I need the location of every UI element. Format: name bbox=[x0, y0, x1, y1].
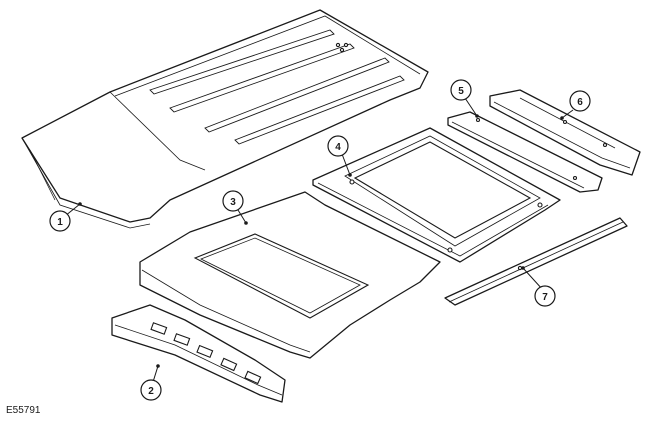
callout-4: 4 bbox=[327, 135, 349, 157]
figure-id: E55791 bbox=[6, 405, 41, 416]
callout-4-label: 4 bbox=[335, 142, 341, 153]
callout-2: 2 bbox=[140, 379, 162, 401]
callout-5-label: 5 bbox=[458, 86, 464, 97]
callout-3: 3 bbox=[222, 190, 244, 212]
front-header-panel bbox=[111, 304, 286, 403]
callout-3-label: 3 bbox=[230, 197, 236, 208]
callout-1-label: 1 bbox=[57, 217, 63, 228]
cross-bow-strip bbox=[444, 217, 628, 306]
callout-7-label: 7 bbox=[542, 292, 548, 303]
callout-6: 6 bbox=[569, 90, 591, 112]
callout-6-label: 6 bbox=[577, 97, 583, 108]
callout-1: 1 bbox=[49, 210, 71, 232]
roof-panel bbox=[21, 9, 429, 229]
rear-cross-member bbox=[447, 111, 603, 193]
rear-header-panel bbox=[489, 89, 641, 176]
sunroof-frame bbox=[312, 127, 561, 263]
callout-7: 7 bbox=[534, 285, 556, 307]
roof-inner-panel bbox=[139, 191, 441, 359]
callout-2-label: 2 bbox=[148, 386, 154, 397]
callout-5: 5 bbox=[450, 79, 472, 101]
